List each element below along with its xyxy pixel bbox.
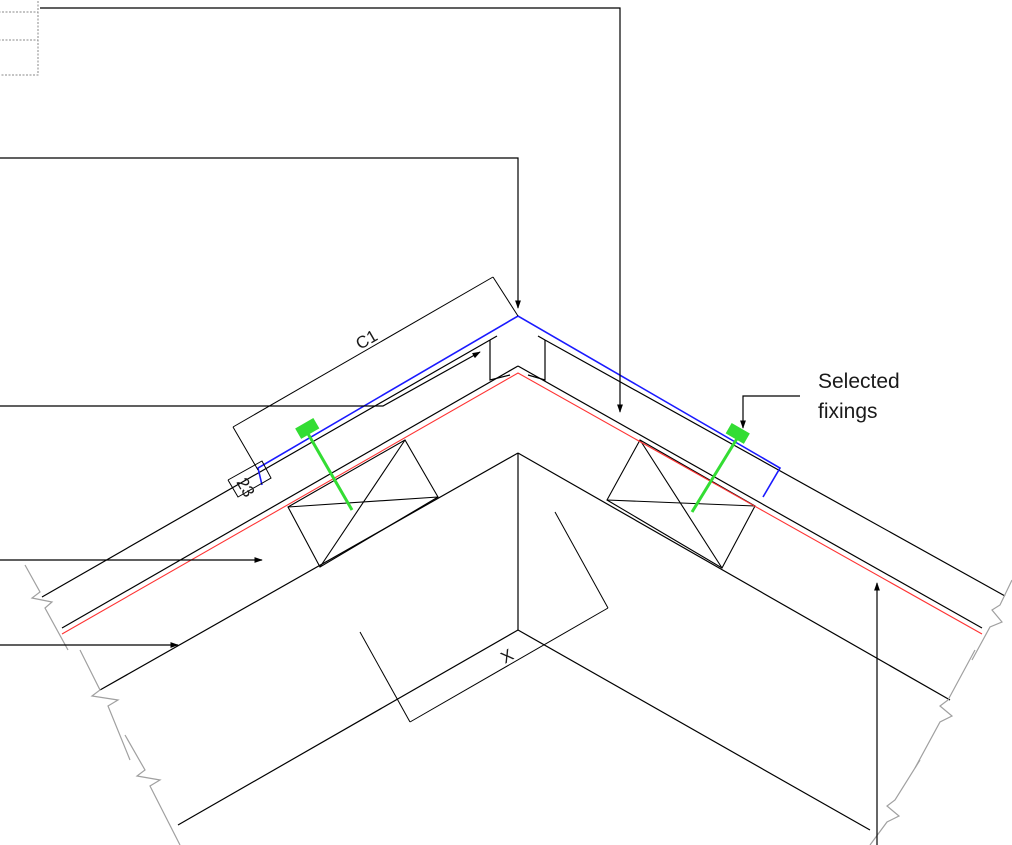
fixing-right bbox=[690, 422, 750, 513]
annotation-line2: fixings bbox=[818, 400, 878, 423]
roof-boards bbox=[41, 335, 1006, 831]
dimension-label-c1: C1 bbox=[353, 326, 381, 353]
dimension-x bbox=[359, 511, 609, 723]
break-marks bbox=[24, 564, 1012, 845]
dimension-label-x: X bbox=[498, 645, 517, 667]
batten-left bbox=[287, 439, 439, 568]
batten-right bbox=[606, 439, 756, 569]
title-block-fragment bbox=[0, 0, 39, 76]
annotation-line1: Selected bbox=[818, 370, 900, 393]
fixing-left bbox=[295, 417, 354, 511]
dimension-c1 bbox=[232, 276, 519, 471]
leader-lines bbox=[0, 7, 880, 845]
dimension-23 bbox=[227, 460, 272, 498]
dimension-label-23: 23 bbox=[233, 475, 259, 501]
membrane-line bbox=[61, 372, 983, 635]
